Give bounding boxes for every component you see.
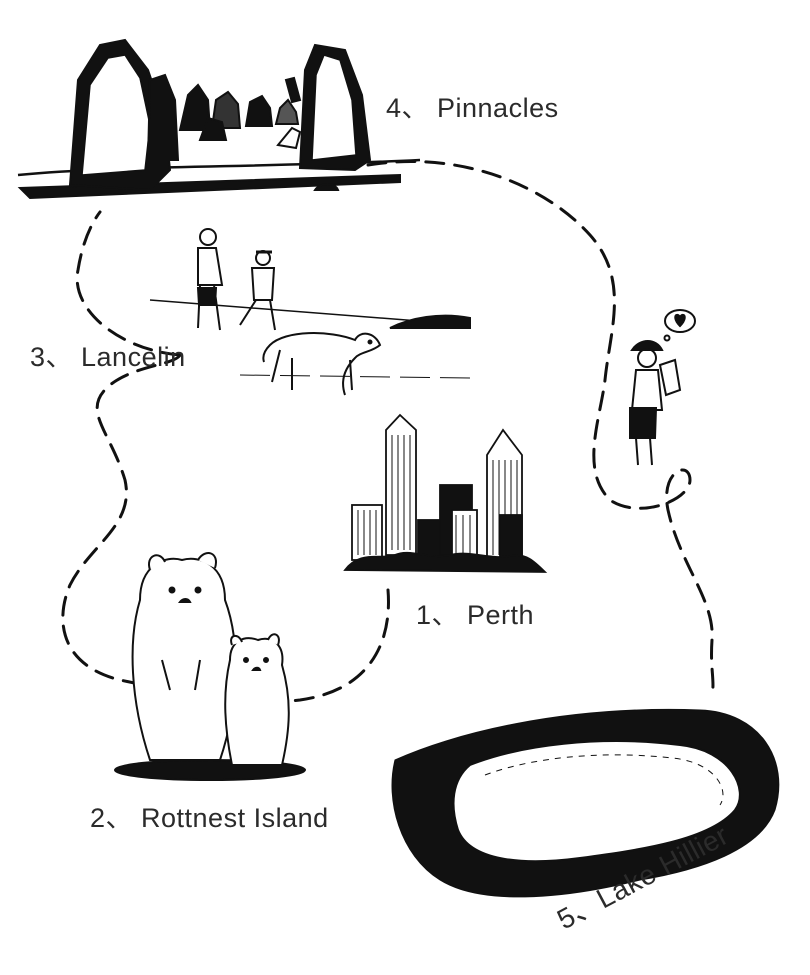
traveler-with-map-illustration <box>629 340 682 466</box>
lake-illustration <box>391 708 780 898</box>
heart-thought-bubble-icon <box>663 309 696 342</box>
stop-label-rottnest-island: 2、 Rottnest Island <box>90 803 329 833</box>
quokkas-illustration <box>114 552 306 781</box>
stop-label-pinnacles: 4、 Pinnacles <box>386 93 559 123</box>
dashed-route-path <box>61 160 715 704</box>
pinnacles-rocks-illustration <box>17 38 421 200</box>
stop-label-lancelin: 3、 Lancelin <box>30 342 186 372</box>
city-skyline-illustration <box>343 413 548 573</box>
stop-label-perth: 1、 Perth <box>416 600 535 630</box>
beach-walkers-dog-illustration <box>149 228 471 396</box>
